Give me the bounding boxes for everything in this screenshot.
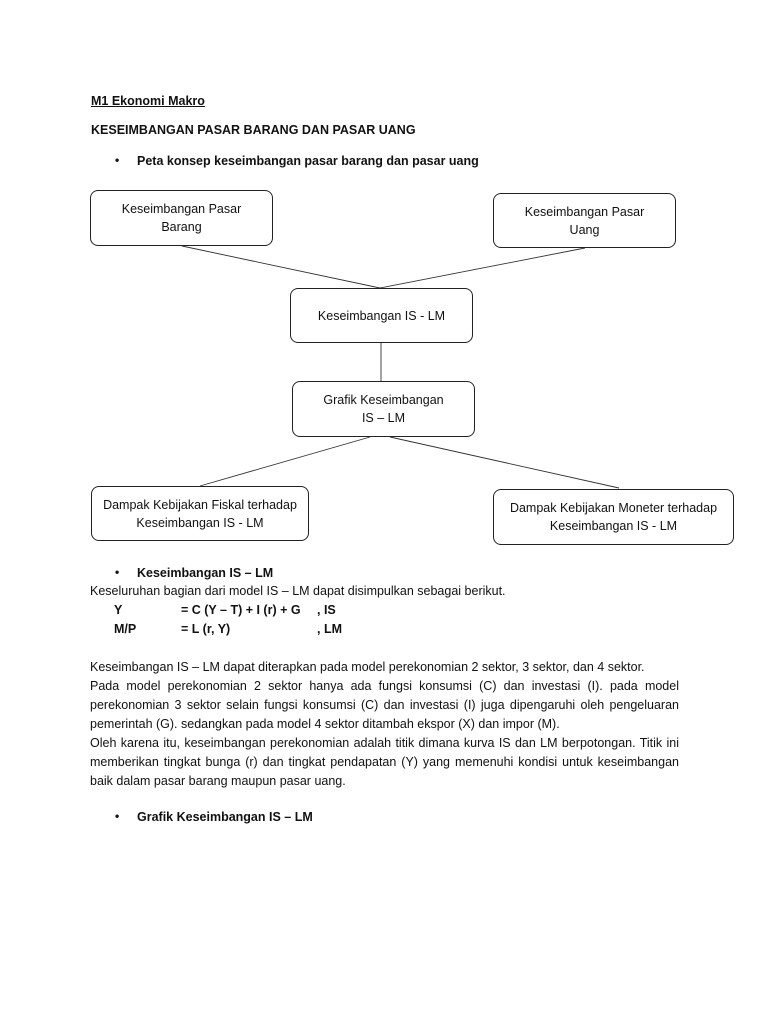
node-pasar-uang-label: Keseimbangan Pasar Uang — [524, 204, 645, 237]
bullet-keseimbangan-is-lm: Keseimbangan IS – LM — [137, 566, 274, 580]
node-grafik-label: Grafik Keseimbangan IS – LM — [323, 393, 444, 425]
equation-is-rhs: = C (Y – T) + I (r) + G — [181, 603, 301, 617]
equation-is-lhs: Y — [114, 603, 123, 617]
connector-uang-islm — [379, 247, 586, 289]
connector-grafik-fiskal — [199, 436, 371, 487]
document-title: M1 Ekonomi Makro — [91, 94, 205, 108]
equation-lm-lhs: M/P — [114, 622, 137, 636]
bullet-icon: • — [115, 153, 120, 167]
paragraph-equilibrium: Oleh karena itu, keseimbangan perekonomi… — [90, 736, 679, 788]
bullet-icon: • — [115, 565, 120, 579]
equation-lm-rhs: = L (r, Y) — [181, 622, 231, 636]
paragraph-sectors: Keseimbangan IS – LM dapat diterapkan pa… — [90, 660, 645, 674]
body-paragraphs: Keseimbangan IS – LM dapat diterapkan pa… — [90, 658, 679, 791]
bullet-icon: • — [115, 809, 120, 823]
node-kebijakan-moneter: Dampak Kebijakan Moneter terhadap Keseim… — [493, 489, 734, 545]
bullet-concept-map: Peta konsep keseimbangan pasar barang da… — [137, 154, 479, 168]
node-pasar-barang: Keseimbangan Pasar Barang — [90, 190, 273, 246]
node-pasar-uang: Keseimbangan Pasar Uang — [493, 193, 676, 248]
intro-text: Keseluruhan bagian dari model IS – LM da… — [90, 584, 506, 598]
connector-barang-islm — [181, 245, 381, 289]
document-heading: KESEIMBANGAN PASAR BARANG DAN PASAR UANG — [91, 123, 416, 137]
equation-lm-tag: , LM — [317, 622, 342, 636]
bullet-grafik-is-lm: Grafik Keseimbangan IS – LM — [137, 810, 313, 824]
equation-is-tag: , IS — [317, 603, 336, 617]
node-grafik: Grafik Keseimbangan IS – LM — [292, 381, 475, 437]
node-is-lm-label: Keseimbangan IS - LM — [317, 308, 446, 323]
concept-map-connectors — [181, 245, 620, 489]
node-is-lm: Keseimbangan IS - LM — [290, 288, 473, 343]
connector-grafik-moneter — [389, 436, 620, 489]
paragraph-models: Pada model perekonomian 2 sektor hanya a… — [90, 679, 679, 731]
node-kebijakan-moneter-label: Dampak Kebijakan Moneter terhadap Keseim… — [509, 501, 718, 533]
node-kebijakan-fiskal-label: Dampak Kebijakan Fiskal terhadap Keseimb… — [103, 497, 297, 530]
node-kebijakan-fiskal: Dampak Kebijakan Fiskal terhadap Keseimb… — [91, 486, 309, 541]
node-pasar-barang-label: Keseimbangan Pasar Barang — [121, 202, 242, 234]
